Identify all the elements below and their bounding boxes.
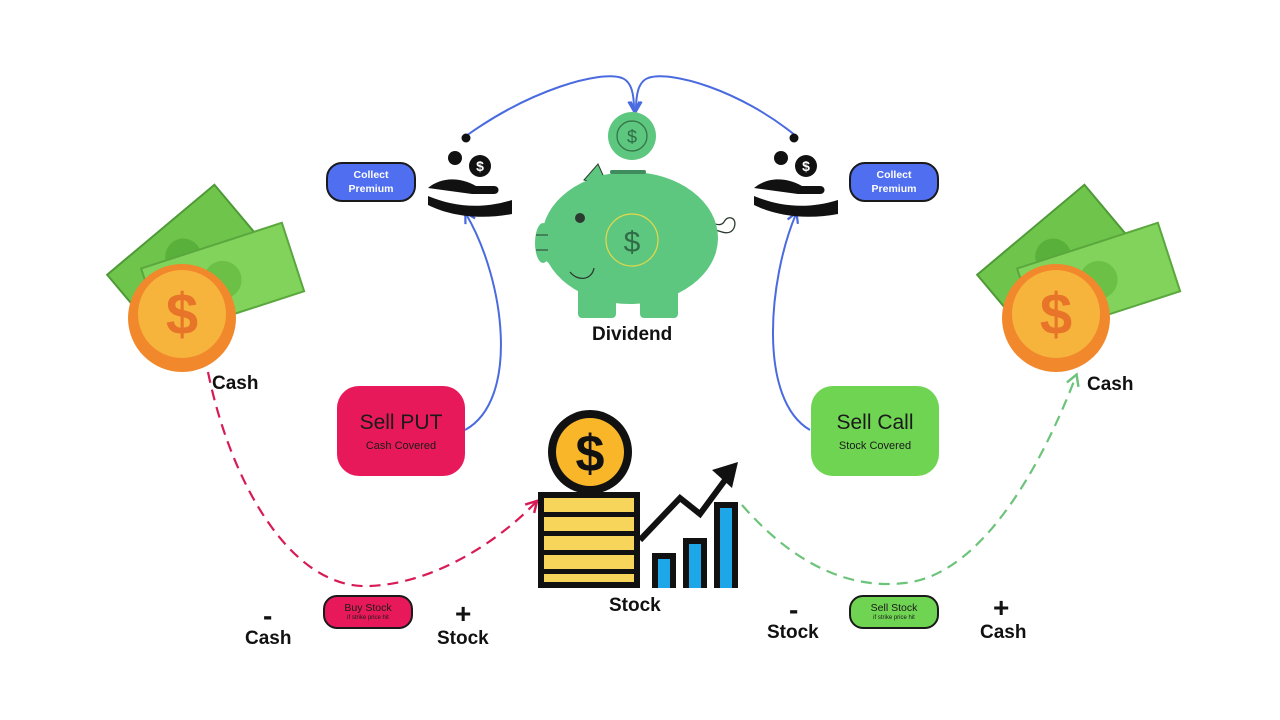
piggy-bank-icon: $ — [535, 163, 736, 318]
sell-call-box: Sell Call Stock Covered — [811, 386, 939, 476]
buy-stock-note: if strike price hit — [347, 615, 389, 621]
minus-stock-label: Stock — [767, 622, 819, 643]
stock-growth-icon: $ — [538, 410, 738, 588]
cash-label-right: Cash — [1087, 374, 1134, 395]
arrow-premium-to-dividend-left — [465, 75, 641, 137]
sell-call-subtitle: Stock Covered — [838, 440, 912, 452]
hand-receiving-coin-icon: $ — [754, 133, 838, 217]
sell-stock-tag: Sell Stock if strike price hit — [849, 595, 939, 629]
dividend-label: Dividend — [592, 324, 673, 345]
arrow-sell-put-to-premium — [464, 210, 502, 431]
buy-stock-title: Buy Stock — [344, 602, 392, 614]
sell-put-subtitle: Cash Covered — [365, 440, 437, 452]
collect-premium-line1: Collect — [353, 169, 389, 181]
dollar-coin-icon: $ — [1002, 264, 1110, 372]
plus-cash-label: Cash — [980, 622, 1027, 643]
svg-text:$: $ — [1040, 282, 1072, 347]
collect-premium-badge-right: Collect Premium — [849, 162, 939, 202]
svg-text:$: $ — [802, 158, 810, 174]
arrow-premium-to-dividend-right — [629, 75, 797, 137]
dollar-coin-icon: $ — [128, 264, 236, 372]
sell-put-box: Sell PUT Cash Covered — [337, 386, 465, 476]
plus-stock-label: Stock — [437, 628, 489, 649]
svg-text:$: $ — [627, 127, 637, 147]
sell-call-title: Sell Call — [836, 411, 914, 434]
buy-stock-tag: Buy Stock if strike price hit — [323, 595, 413, 629]
dollar-coin-icon: $ — [608, 112, 656, 160]
minus-sign: - — [263, 600, 273, 631]
svg-text:$: $ — [476, 158, 484, 174]
sell-stock-note: if strike price hit — [873, 615, 915, 621]
minus-sign: - — [789, 594, 799, 625]
plus-sign: + — [455, 598, 472, 629]
cash-label-left: Cash — [212, 373, 259, 394]
collect-premium-line1: Collect — [876, 169, 912, 181]
collect-premium-badge-left: Collect Premium — [326, 162, 416, 202]
arrow-sell-call-to-premium — [772, 210, 811, 431]
collect-premium-line2: Premium — [871, 183, 917, 195]
svg-text:$: $ — [576, 425, 605, 483]
collect-premium-line2: Premium — [348, 183, 394, 195]
hand-receiving-coin-icon: $ — [428, 133, 512, 217]
plus-sign: + — [993, 592, 1010, 623]
minus-cash-label: Cash — [245, 628, 292, 649]
stock-label: Stock — [609, 595, 661, 616]
svg-text:$: $ — [624, 226, 641, 259]
arrow-cash-to-stock — [206, 371, 539, 588]
svg-text:$: $ — [166, 282, 198, 347]
sell-put-title: Sell PUT — [359, 411, 443, 434]
arrow-stock-to-cash — [741, 372, 1080, 586]
sell-stock-title: Sell Stock — [870, 602, 918, 614]
